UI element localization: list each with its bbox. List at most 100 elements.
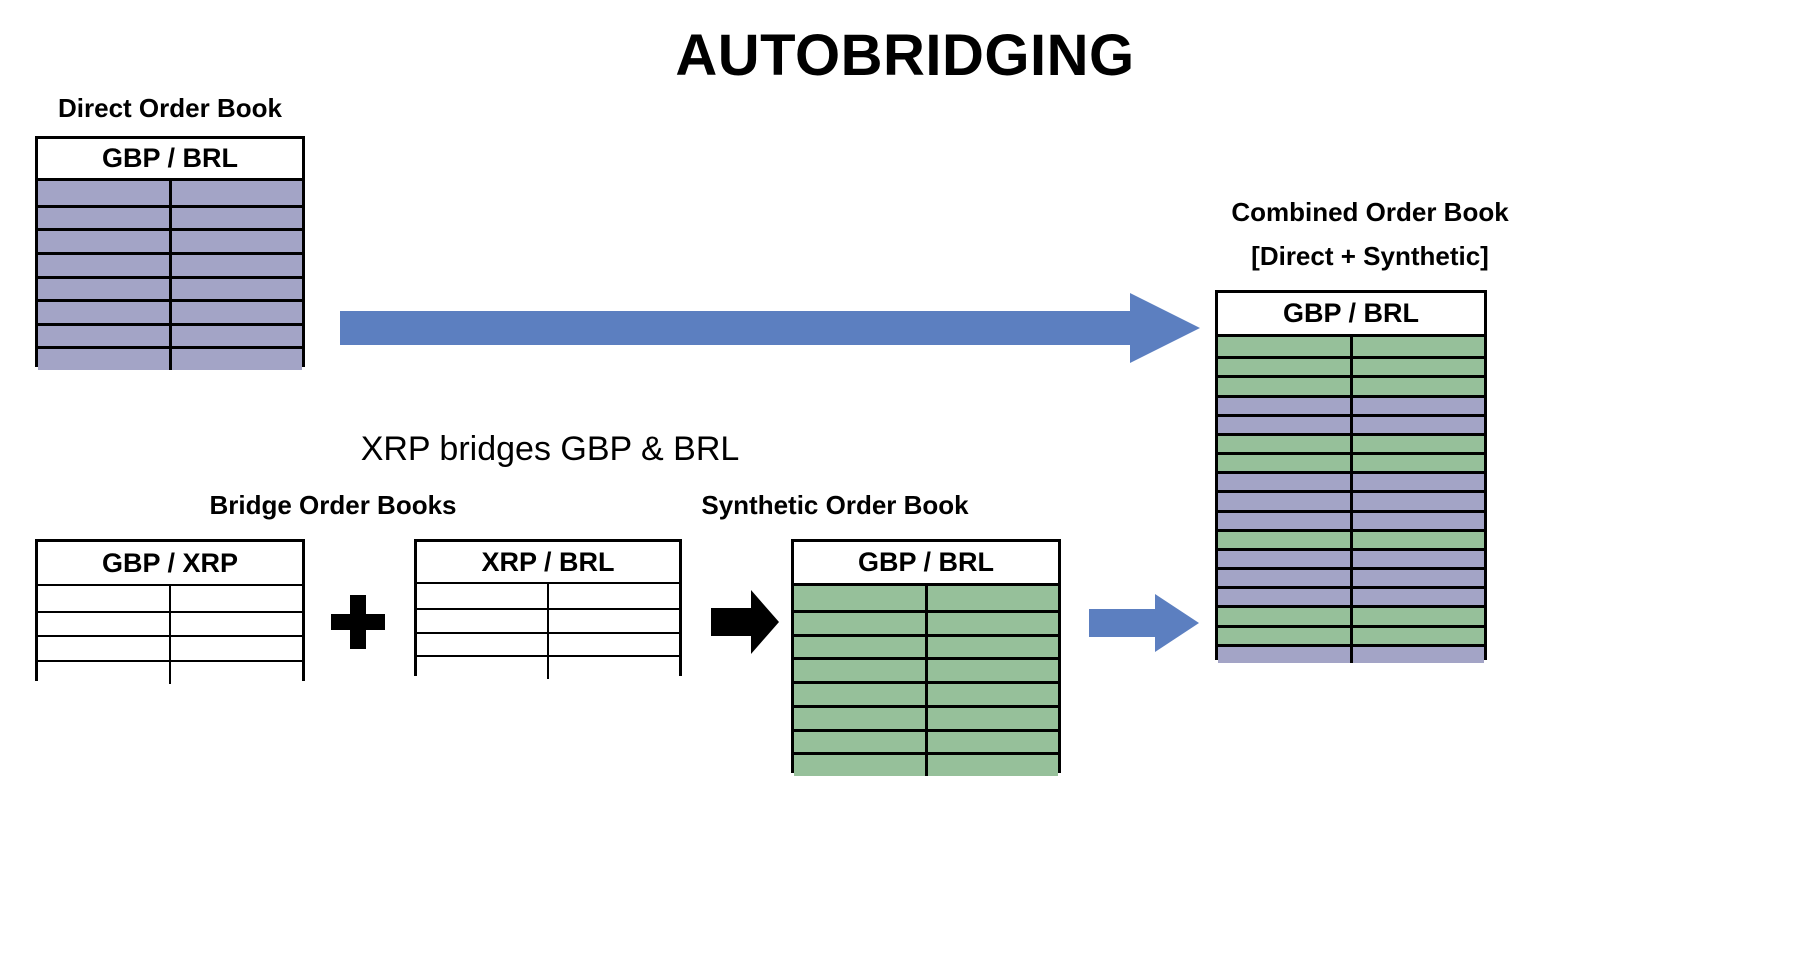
table-cell: [1218, 531, 1350, 548]
plus-icon: [331, 595, 385, 649]
table-cell: [794, 586, 925, 610]
table-row[interactable]: [417, 655, 679, 679]
table-row[interactable]: [794, 704, 1058, 729]
table-row[interactable]: [1218, 375, 1484, 395]
table-cell: [794, 707, 925, 729]
table-row[interactable]: [1218, 432, 1484, 453]
combined-order-book-table[interactable]: GBP / BRL: [1215, 290, 1487, 663]
table-cell: [1349, 608, 1484, 625]
combined-order-book-label-line1: Combined Order Book: [1231, 197, 1509, 227]
table-cell: [1349, 493, 1484, 510]
combined-order-book-header: GBP / BRL: [1218, 293, 1484, 337]
table-cell: [1218, 455, 1350, 472]
table-row[interactable]: [417, 631, 679, 656]
table-cell: [1218, 397, 1350, 414]
table-row[interactable]: [38, 346, 302, 370]
table-cell: [1349, 435, 1484, 453]
table-cell: [38, 325, 169, 347]
synthetic-order-book-header: GBP / BRL: [794, 542, 1058, 586]
table-cell: [794, 684, 925, 705]
direct-order-book-table[interactable]: GBP / BRL: [35, 136, 305, 370]
table-cell: [1218, 608, 1350, 625]
table-row[interactable]: [794, 609, 1058, 634]
table-row[interactable]: [38, 586, 302, 611]
table-cell: [1218, 627, 1350, 644]
table-cell: [924, 636, 1058, 658]
table-row[interactable]: [1218, 337, 1484, 357]
table-row[interactable]: [1218, 356, 1484, 376]
table-cell: [38, 586, 169, 611]
table-row[interactable]: [38, 181, 302, 205]
table-row[interactable]: [1218, 413, 1484, 433]
table-row[interactable]: [794, 657, 1058, 681]
bridge-order-book-xrp-brl-table[interactable]: XRP / BRL: [414, 539, 682, 679]
table-row[interactable]: [794, 681, 1058, 705]
table-row[interactable]: [1218, 624, 1484, 644]
table-cell: [1218, 570, 1350, 587]
synthetic-order-book-rows: [794, 586, 1058, 776]
table-cell: [794, 636, 925, 658]
table-cell: [38, 349, 169, 370]
table-cell: [38, 278, 169, 300]
table-cell: [794, 755, 925, 776]
bridge-order-book-xrp-brl-rows: [417, 584, 679, 679]
combined-order-book-label-line2: [Direct + Synthetic]: [1251, 241, 1489, 271]
table-row[interactable]: [1218, 567, 1484, 587]
table-row[interactable]: [38, 299, 302, 323]
synthetic-order-book-label: Synthetic Order Book: [701, 490, 969, 520]
table-cell: [1218, 493, 1350, 510]
table-cell: [417, 584, 547, 608]
table-row[interactable]: [1218, 605, 1484, 625]
table-row[interactable]: [38, 228, 302, 252]
table-cell: [1218, 435, 1350, 453]
table-cell: [168, 181, 302, 205]
table-row[interactable]: [38, 659, 302, 684]
table-cell: [38, 661, 169, 684]
table-row[interactable]: [38, 275, 302, 300]
table-cell: [417, 657, 547, 679]
table-row[interactable]: [38, 610, 302, 635]
synthetic-order-book-table[interactable]: GBP / BRL: [791, 539, 1061, 776]
table-cell: [168, 278, 302, 300]
bridge-order-book-gbp-xrp-table[interactable]: GBP / XRP: [35, 539, 305, 684]
table-row[interactable]: [1218, 394, 1484, 414]
table-cell: [1218, 378, 1350, 395]
bridge-order-books-label: Bridge Order Books: [209, 490, 457, 520]
table-cell: [38, 254, 169, 276]
table-row[interactable]: [1218, 509, 1484, 529]
table-cell: [794, 660, 925, 681]
table-row[interactable]: [1218, 528, 1484, 548]
table-cell: [1349, 378, 1484, 395]
table-row[interactable]: [1218, 643, 1484, 663]
direct-order-book-rows: [38, 181, 302, 370]
table-cell: [1349, 531, 1484, 548]
table-cell: [1218, 550, 1350, 568]
table-row[interactable]: [38, 204, 302, 229]
table-row[interactable]: [794, 586, 1058, 610]
table-cell: [794, 612, 925, 634]
table-cell: [1218, 337, 1350, 357]
table-cell: [1349, 646, 1484, 663]
bridge-order-book-xrp-brl-header: XRP / BRL: [417, 542, 679, 584]
table-cell: [1349, 589, 1484, 606]
table-row[interactable]: [794, 728, 1058, 753]
table-row[interactable]: [417, 584, 679, 608]
table-cell: [924, 612, 1058, 634]
table-cell: [417, 609, 547, 632]
table-cell: [1349, 512, 1484, 529]
table-row[interactable]: [417, 607, 679, 632]
table-row[interactable]: [1218, 547, 1484, 568]
table-row[interactable]: [1218, 452, 1484, 472]
table-row[interactable]: [38, 635, 302, 660]
table-cell: [168, 349, 302, 370]
table-row[interactable]: [794, 633, 1058, 658]
table-row[interactable]: [38, 251, 302, 276]
table-row[interactable]: [1218, 586, 1484, 606]
table-row[interactable]: [1218, 490, 1484, 510]
table-cell: [547, 584, 679, 608]
table-row[interactable]: [1218, 471, 1484, 491]
table-row[interactable]: [38, 322, 302, 347]
bridge-order-book-gbp-xrp-header: GBP / XRP: [38, 542, 302, 586]
table-row[interactable]: [794, 752, 1058, 776]
table-cell: [547, 633, 679, 656]
